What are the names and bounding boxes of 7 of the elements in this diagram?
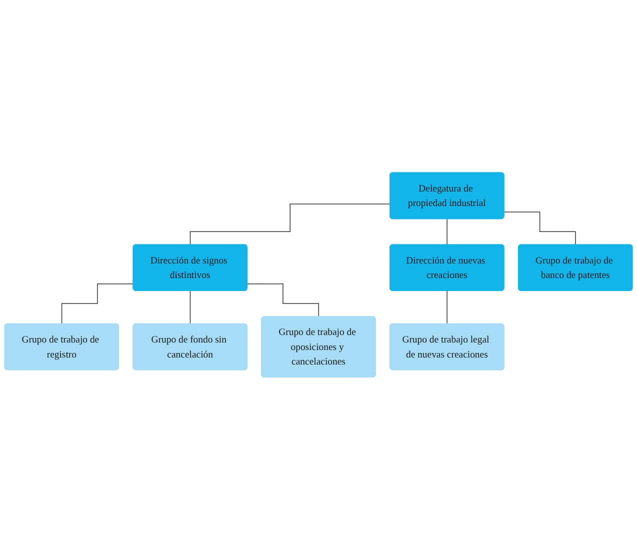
- connector: [446, 290, 448, 324]
- connector: [446, 218, 448, 246]
- connector: [190, 204, 390, 246]
- connector: [504, 212, 576, 246]
- connector: [190, 290, 191, 324]
- connector: [247, 284, 320, 318]
- connector: [61, 284, 134, 324]
